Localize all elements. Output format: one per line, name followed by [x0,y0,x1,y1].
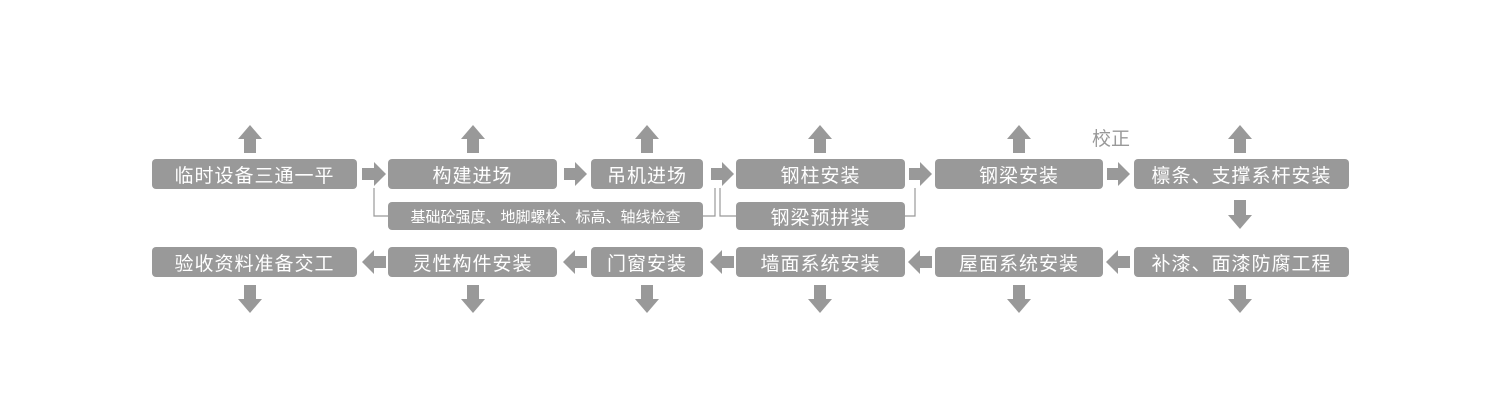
step-roof-system-install: 屋面系统安装 [935,247,1103,277]
step-foundation-check: 基础砼强度、地脚螺栓、标高、轴线检查 [388,202,703,230]
step-acceptance-handover: 验收资料准备交工 [152,247,357,277]
right-arrow-icon [711,162,734,186]
up-arrow-icon [1228,125,1252,153]
down-arrow-icon [1007,285,1031,313]
down-arrow-icon [1228,200,1252,229]
bracket-line [373,188,388,217]
step-painting-anticorrosion: 补漆、面漆防腐工程 [1134,247,1349,277]
bracket-line [703,188,716,217]
step-beam-preassembly: 钢梁预拼装 [736,202,905,230]
up-arrow-icon [461,125,485,153]
left-arrow-icon [710,250,734,274]
down-arrow-icon [461,285,485,313]
left-arrow-icon [563,250,587,274]
step-wall-system-install: 墙面系统安装 [736,247,905,277]
bracket-line [905,188,916,217]
down-arrow-icon [808,285,832,313]
right-arrow-icon [362,162,386,186]
step-steel-beam-install: 钢梁安装 [935,159,1103,189]
step-door-window-install: 门窗安装 [591,247,703,277]
down-arrow-icon [238,285,262,313]
up-arrow-icon [635,125,659,153]
up-arrow-icon [808,125,832,153]
up-arrow-icon [238,125,262,153]
up-arrow-icon [1007,125,1031,153]
left-arrow-icon [908,250,932,274]
step-component-arrival: 构建进场 [388,159,557,189]
down-arrow-icon [635,285,659,313]
right-arrow-icon [909,162,932,186]
left-arrow-icon [1106,250,1130,274]
bracket-line [719,188,736,217]
step-crane-arrival: 吊机进场 [591,159,703,189]
step-flexible-components-install: 灵性构件安装 [388,247,557,277]
left-arrow-icon [362,250,386,274]
right-arrow-icon [564,162,587,186]
down-arrow-icon [1228,285,1252,313]
step-steel-column-install: 钢柱安装 [736,159,905,189]
step-temporary-facilities: 临时设备三通一平 [152,159,357,189]
right-arrow-icon [1107,162,1130,186]
step-purlin-bracing-install: 檩条、支撑系杆安装 [1134,159,1349,189]
annotation-correction: 校正 [1092,128,1131,150]
